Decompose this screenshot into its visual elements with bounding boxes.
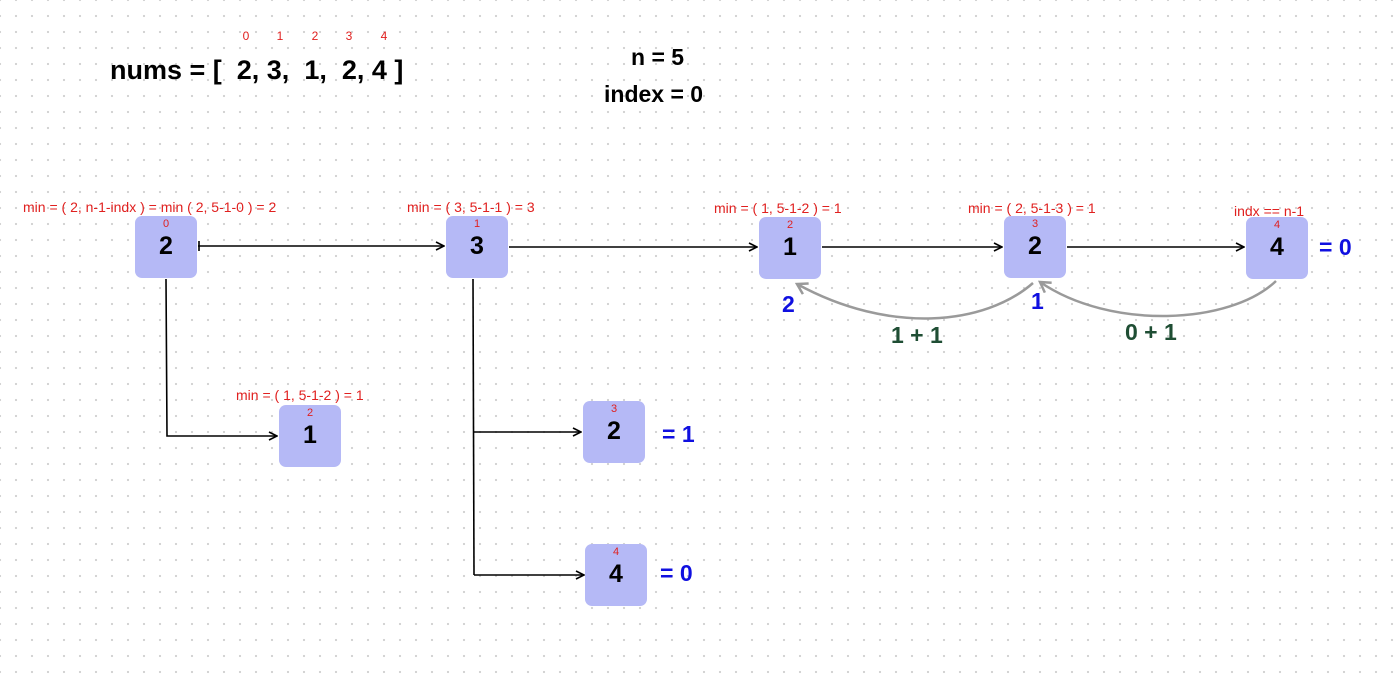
- caption-child-a: min = ( 1, 5-1-2 ) = 1: [236, 387, 364, 403]
- node-index-label: 1: [473, 218, 481, 230]
- edge-top0-child-a: [165, 278, 277, 436]
- node-value: 1: [303, 421, 317, 449]
- node-index-label: 3: [610, 403, 618, 415]
- node-value: 3: [470, 232, 484, 260]
- return-value-top3: 1: [1031, 288, 1044, 314]
- array-index-1: 1: [276, 29, 284, 43]
- return-arrow-top3-top2: [797, 282, 1034, 320]
- nums-array-label: nums = [ 2, 3, 1, 2, 4 ]: [110, 55, 404, 85]
- node-index-label: 4: [612, 546, 620, 558]
- caption-top2: min = ( 1, 5-1-2 ) = 1: [714, 200, 842, 216]
- array-index-2: 2: [311, 29, 319, 43]
- node-child-b: 3 2: [583, 401, 645, 463]
- return-value-top2: 2: [782, 291, 795, 317]
- node-value: 2: [607, 417, 621, 445]
- node-index-label: 3: [1031, 218, 1039, 230]
- node-top-index-2: 2 1: [759, 217, 821, 279]
- array-index-0: 0: [242, 29, 250, 43]
- node-top-index-3: 3 2: [1004, 216, 1066, 278]
- node-value: 4: [609, 560, 623, 588]
- result-child-b: = 1: [662, 421, 695, 447]
- caption-top3: min = ( 2, 5-1-3 ) = 1: [968, 200, 1096, 216]
- caption-top0: min = ( 2, n-1-indx ) = min ( 2, 5-1-0 )…: [23, 199, 277, 215]
- array-index-3: 3: [345, 29, 353, 43]
- result-top4: = 0: [1319, 234, 1352, 260]
- edge-top1-trunk: [472, 278, 475, 576]
- sum-label-b: 0 + 1: [1125, 319, 1177, 345]
- sum-label-a: 1 + 1: [891, 322, 943, 348]
- result-child-c: = 0: [660, 560, 693, 586]
- node-value: 2: [1028, 232, 1042, 260]
- node-index-label: 0: [162, 218, 170, 230]
- node-index-label: 2: [786, 219, 794, 231]
- node-child-a: 2 1: [279, 405, 341, 467]
- caption-top1: min = ( 3, 5-1-1 ) = 3: [407, 199, 535, 215]
- node-top-index-4: 4 4: [1246, 217, 1308, 279]
- node-value: 1: [783, 233, 797, 261]
- node-top-index-1: 1 3: [446, 216, 508, 278]
- n-label: n = 5: [631, 44, 685, 70]
- node-top-index-0: 0 2: [135, 216, 197, 278]
- index-label: index = 0: [604, 81, 704, 107]
- caption-top4: indx == n-1: [1234, 203, 1305, 219]
- node-value: 4: [1270, 233, 1284, 261]
- return-arrow-top4-top3: [1040, 280, 1277, 318]
- node-index-label: 2: [306, 407, 314, 419]
- array-index-4: 4: [380, 29, 388, 43]
- node-child-c: 4 4: [585, 544, 647, 606]
- node-value: 2: [159, 232, 173, 260]
- node-index-label: 4: [1273, 219, 1281, 231]
